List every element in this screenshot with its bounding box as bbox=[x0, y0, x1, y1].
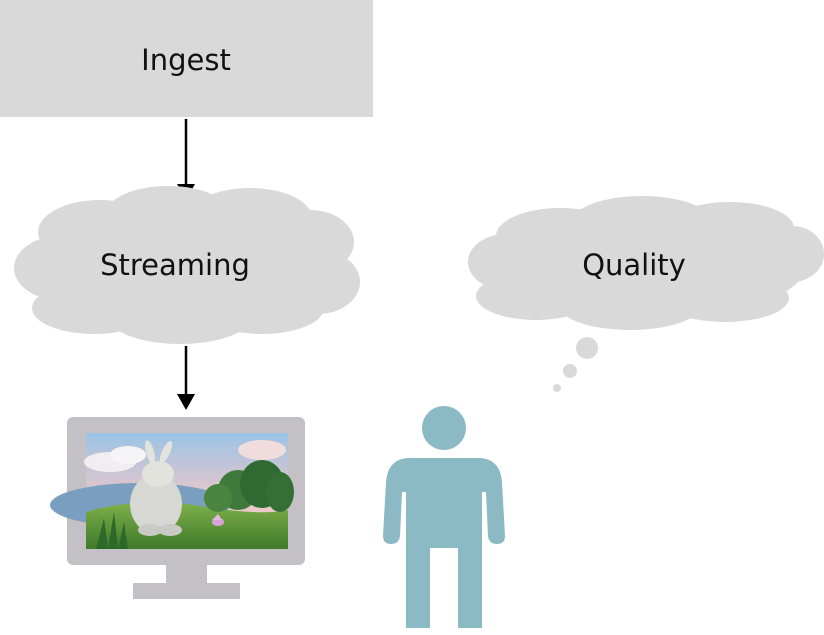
monitor-stand-base bbox=[133, 583, 240, 599]
quality-label: Quality bbox=[582, 248, 686, 282]
streaming-label: Streaming bbox=[100, 248, 250, 282]
arrow-streaming-to-monitor bbox=[177, 346, 195, 410]
streaming-node: Streaming bbox=[14, 186, 360, 344]
quality-thought-bubble-icon bbox=[468, 196, 824, 392]
ingest-label: Ingest bbox=[141, 43, 231, 77]
person-head bbox=[422, 406, 466, 450]
thought-dot-small bbox=[553, 384, 561, 392]
thought-dot-large bbox=[576, 337, 598, 359]
ingest-box bbox=[0, 0, 373, 117]
video-frame-image bbox=[50, 433, 294, 549]
person-body bbox=[383, 458, 505, 628]
streaming-cloud-icon bbox=[14, 186, 360, 344]
quality-node: Quality bbox=[468, 196, 824, 392]
ingest-node: Ingest bbox=[0, 0, 373, 117]
person-icon bbox=[383, 406, 505, 628]
thought-dot-medium bbox=[563, 364, 577, 378]
monitor-icon bbox=[50, 417, 305, 599]
